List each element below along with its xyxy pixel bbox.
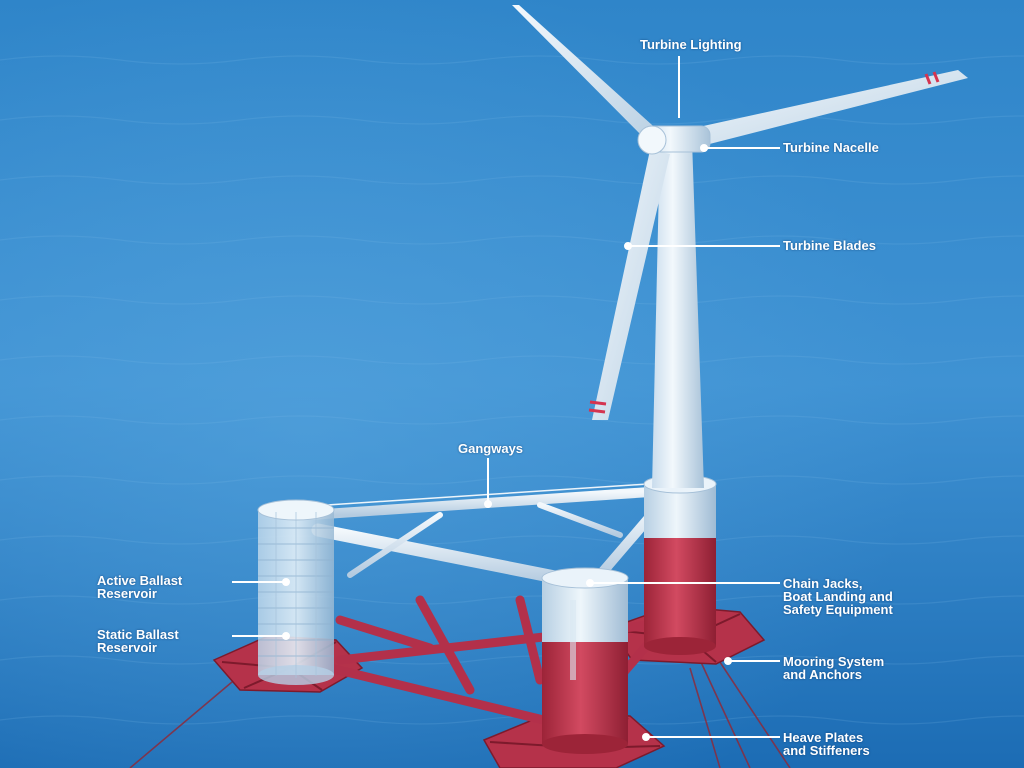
blade-tip-markings <box>588 71 940 414</box>
label-heave-plates: Heave Plates and Stiffeners <box>783 730 870 758</box>
mooring-lines <box>129 649 791 768</box>
left-column <box>257 499 335 685</box>
upper-truss <box>305 487 665 589</box>
label-chain-jacks: Chain Jacks, Boat Landing and Safety Equ… <box>783 576 893 617</box>
turbine-tower <box>652 140 704 488</box>
label-static-ballast-reservoir: Static Ballast Reservoir <box>97 627 179 655</box>
gangway-railing <box>311 483 649 507</box>
blade-down <box>592 150 670 420</box>
callout-leaders <box>232 56 780 741</box>
back-column <box>643 474 717 655</box>
lower-truss <box>325 595 665 729</box>
front-column <box>541 567 629 754</box>
label-turbine-lighting: Turbine Lighting <box>640 37 742 52</box>
label-mooring-system: Mooring System and Anchors <box>783 654 885 682</box>
label-turbine-nacelle: Turbine Nacelle <box>783 140 879 155</box>
turbine-nacelle-hub <box>637 125 711 155</box>
label-turbine-blades: Turbine Blades <box>783 238 876 253</box>
blade-up <box>512 5 662 142</box>
label-gangways: Gangways <box>458 441 524 456</box>
blade-right <box>676 70 968 150</box>
label-active-ballast-reservoir: Active Ballast Reservoir <box>97 573 183 601</box>
